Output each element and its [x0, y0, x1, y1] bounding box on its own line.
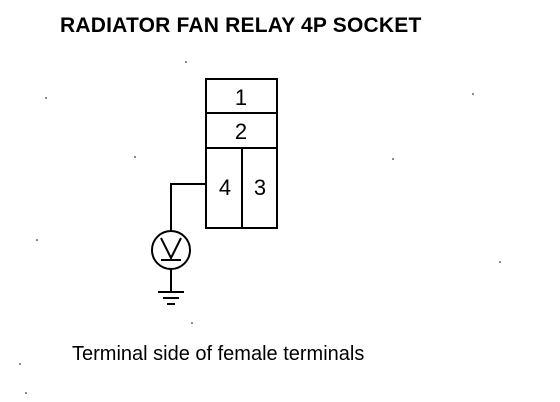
voltmeter-circle: [151, 230, 191, 270]
connector-4p: 1 2 4 3: [205, 78, 278, 229]
ground-icon: [158, 269, 184, 305]
voltmeter-icon: [151, 230, 191, 270]
terminal-3-label: 3: [254, 175, 266, 200]
voltmeter-v-symbol: [160, 237, 182, 261]
scan-specks: [19, 61, 501, 394]
terminal-1-label: 1: [235, 85, 247, 110]
probe-lead: [170, 183, 206, 231]
diagram-title: RADIATOR FAN RELAY 4P SOCKET: [60, 14, 422, 37]
terminal-2-label: 2: [235, 119, 247, 144]
terminal-4-label: 4: [219, 175, 231, 200]
diagram-caption: Terminal side of female terminals: [72, 343, 365, 365]
